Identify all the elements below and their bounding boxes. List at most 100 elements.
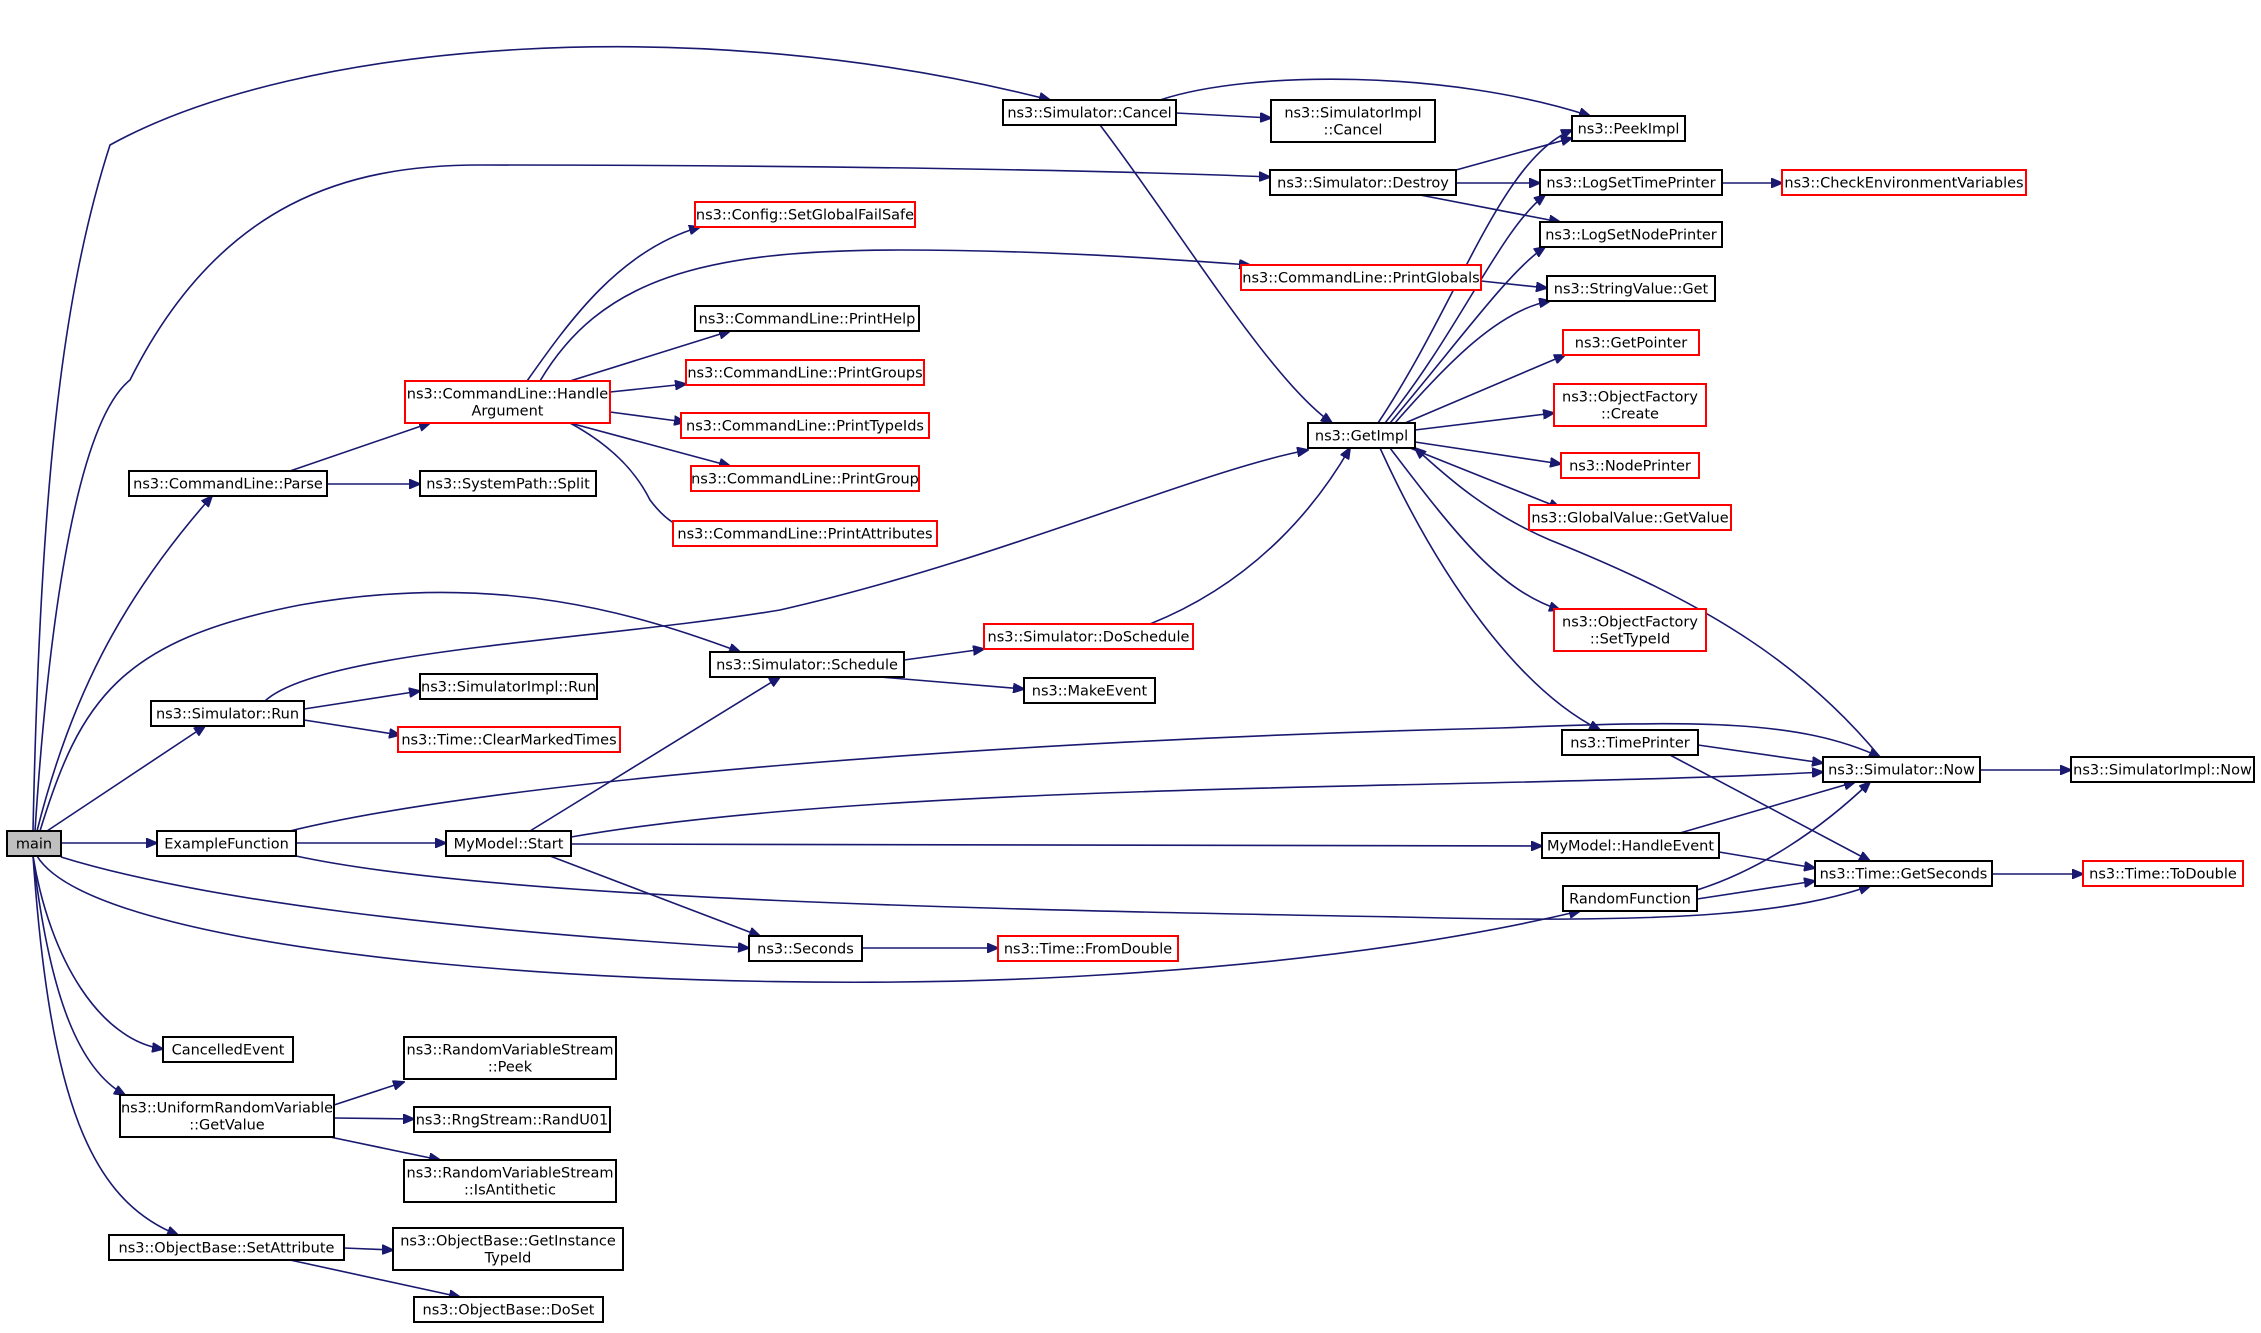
node-label: ::IsAntithetic	[464, 1183, 556, 1199]
node-syspath-split[interactable]: ns3::SystemPath::Split	[419, 470, 597, 497]
node-rngstream-randu01[interactable]: ns3::RngStream::RandU01	[413, 1106, 611, 1133]
node-box	[1023, 677, 1156, 704]
node-label: ns3::Simulator::Cancel	[1007, 106, 1171, 122]
node-label: ns3::CommandLine::PrintTypeIds	[686, 419, 924, 435]
node-time-clearmarked[interactable]: ns3::Time::ClearMarkedTimes	[397, 726, 621, 753]
node-time-getseconds[interactable]: ns3::Time::GetSeconds	[1814, 860, 1993, 887]
node-box	[445, 830, 572, 857]
node-globalvalue-getvalue[interactable]: ns3::GlobalValue::GetValue	[1528, 504, 1732, 531]
node-cl-printtypeids[interactable]: ns3::CommandLine::PrintTypeIds	[680, 412, 930, 439]
node-cl-printhelp[interactable]: ns3::CommandLine::PrintHelp	[694, 305, 920, 332]
node-sim-schedule[interactable]: ns3::Simulator::Schedule	[709, 651, 905, 678]
node-box	[128, 470, 328, 497]
node-objfactory-create[interactable]: ns3::ObjectFactory::Create	[1553, 383, 1707, 427]
edge-line	[32, 855, 163, 1049]
edge-main-to-sim-destroy	[34, 164, 1270, 832]
node-label: ns3::Time::FromDouble	[1004, 942, 1172, 958]
edge-cl-printglobals-to-stringvalue-get	[1480, 280, 1547, 288]
node-label: TypeId	[484, 1251, 532, 1267]
node-main[interactable]: main	[6, 830, 62, 857]
node-label: ns3::GetPointer	[1575, 336, 1688, 352]
edge-line	[1414, 413, 1554, 431]
edges-layer	[32, 45, 2083, 1297]
node-peekimpl[interactable]: ns3::PeekImpl	[1571, 115, 1686, 142]
node-box	[685, 359, 925, 386]
edge-urv-getvalue-to-rvs-isantithetic	[329, 1136, 440, 1160]
node-cl-printgroups[interactable]: ns3::CommandLine::PrintGroups	[685, 359, 925, 386]
edge-getimpl-to-getpointer	[1404, 355, 1565, 424]
edge-urv-getvalue-to-rvs-peek	[333, 1082, 404, 1106]
edge-line	[60, 856, 749, 948]
node-sim-doschedule[interactable]: ns3::Simulator::DoSchedule	[983, 623, 1194, 650]
node-objbase-doset[interactable]: ns3::ObjectBase::DoSet	[413, 1296, 604, 1323]
node-box	[1562, 885, 1698, 912]
edge-cl-parse-to-cl-handlearg	[289, 423, 430, 472]
node-cl-printglobals[interactable]: ns3::CommandLine::PrintGlobals	[1240, 264, 1482, 291]
node-mymodel-start[interactable]: MyModel::Start	[445, 830, 572, 857]
node-cl-printgroup[interactable]: ns3::CommandLine::PrintGroup	[690, 465, 920, 492]
node-objbase-setattr[interactable]: ns3::ObjectBase::SetAttribute	[108, 1234, 345, 1261]
node-sim-cancel[interactable]: ns3::Simulator::Cancel	[1002, 99, 1177, 126]
node-label: CancelledEvent	[172, 1043, 285, 1059]
edge-mymodel-start-to-sim-now	[570, 772, 1823, 838]
node-rvs-peek[interactable]: ns3::RandomVariableStream::Peek	[403, 1036, 617, 1080]
node-box	[694, 201, 916, 228]
node-cl-printattrs[interactable]: ns3::CommandLine::PrintAttributes	[672, 520, 938, 547]
node-examplefunction[interactable]: ExampleFunction	[156, 830, 297, 857]
edge-mymodel-start-to-mymodel-handleevent	[570, 844, 1542, 846]
node-label: ns3::Simulator::Schedule	[716, 658, 898, 674]
node-seconds[interactable]: ns3::Seconds	[748, 935, 863, 962]
edge-sim-destroy-to-peekimpl	[1455, 138, 1572, 171]
node-nodeprinter[interactable]: ns3::NodePrinter	[1560, 452, 1700, 479]
node-getpointer[interactable]: ns3::GetPointer	[1562, 329, 1700, 356]
node-objfactory-settypeid[interactable]: ns3::ObjectFactory::SetTypeId	[1553, 608, 1707, 652]
node-box	[150, 700, 305, 727]
node-box	[1571, 115, 1686, 142]
node-simimpl-run[interactable]: ns3::SimulatorImpl::Run	[419, 673, 598, 700]
node-label: ns3::Simulator::Now	[1828, 763, 1975, 779]
node-urv-getvalue[interactable]: ns3::UniformRandomVariable::GetValue	[119, 1094, 335, 1138]
node-sim-now[interactable]: ns3::Simulator::Now	[1822, 756, 1981, 783]
node-time-fromdouble[interactable]: ns3::Time::FromDouble	[997, 935, 1179, 962]
node-cl-parse[interactable]: ns3::CommandLine::Parse	[128, 470, 328, 497]
edge-line	[1480, 280, 1547, 288]
node-sim-run[interactable]: ns3::Simulator::Run	[150, 700, 305, 727]
node-label: main	[16, 837, 52, 853]
node-rvs-isantithetic[interactable]: ns3::RandomVariableStream::IsAntithetic	[403, 1159, 617, 1203]
edge-randomfunction-to-time-getseconds	[1696, 881, 1815, 900]
edge-urv-getvalue-to-rngstream-randu01	[333, 1118, 414, 1119]
edge-line	[1099, 124, 1332, 423]
node-box	[108, 1234, 345, 1261]
node-cancelledevent[interactable]: CancelledEvent	[162, 1036, 294, 1063]
edge-line	[570, 844, 1542, 846]
node-logsetnodeprinter[interactable]: ns3::LogSetNodePrinter	[1539, 221, 1723, 248]
edge-objbase-setattr-to-objbase-getinstancetypeid	[343, 1248, 393, 1250]
node-getimpl[interactable]: ns3::GetImpl	[1307, 422, 1416, 449]
edge-line	[303, 691, 420, 710]
node-label: ns3::CommandLine::Handle	[407, 387, 608, 403]
node-logsettimeprinter[interactable]: ns3::LogSetTimePrinter	[1539, 169, 1723, 196]
node-sim-destroy[interactable]: ns3::Simulator::Destroy	[1269, 169, 1457, 196]
edge-line	[1394, 301, 1550, 424]
node-stringvalue-get[interactable]: ns3::StringValue::Get	[1546, 275, 1716, 302]
node-box	[2082, 860, 2244, 887]
node-checkenv[interactable]: ns3::CheckEnvironmentVariables	[1781, 169, 2027, 196]
edge-line	[1379, 447, 1600, 730]
node-config-sgf[interactable]: ns3::Config::SetGlobalFailSafe	[694, 201, 916, 228]
node-mymodel-handleevent[interactable]: MyModel::HandleEvent	[1541, 832, 1720, 859]
node-label: ns3::ObjectFactory	[1562, 615, 1698, 631]
node-time-todouble[interactable]: ns3::Time::ToDouble	[2082, 860, 2244, 887]
node-randomfunction[interactable]: RandomFunction	[1562, 885, 1698, 912]
node-label: ExampleFunction	[164, 837, 289, 853]
edge-line	[1159, 78, 1590, 116]
node-box	[1822, 756, 1981, 783]
node-simimpl-now[interactable]: ns3::SimulatorImpl::Now	[2070, 756, 2255, 783]
node-timeprinter[interactable]: ns3::TimePrinter	[1561, 729, 1699, 756]
node-simimpl-cancel[interactable]: ns3::SimulatorImpl::Cancel	[1270, 99, 1436, 143]
node-label: ns3::TimePrinter	[1570, 736, 1690, 752]
node-makeevent[interactable]: ns3::MakeEvent	[1023, 677, 1156, 704]
